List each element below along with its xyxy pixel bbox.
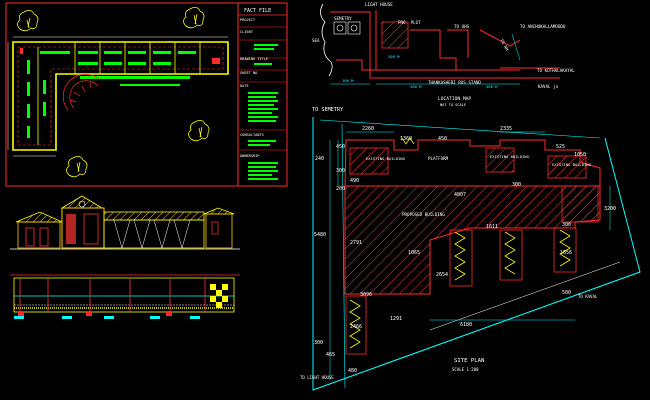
existing-building-label: EXISTING BUILDING xyxy=(490,154,530,159)
fact-file-field: SHEET NO xyxy=(240,71,257,75)
dimension-label: 480 xyxy=(348,368,357,374)
location-map: LIGHT HOUSE SEMETRY SEA PRO. PLOT TO UHS… xyxy=(312,2,575,107)
dimension-label: 6180 xyxy=(460,322,472,328)
to-kaval-label: TO KAVAL xyxy=(578,294,598,299)
fact-file-field: OWNERSHIP xyxy=(240,154,259,158)
to-light-house-label: TO LIGHT HOUSE xyxy=(300,375,334,380)
map-label-to-uhs: TO UHS xyxy=(454,24,470,29)
map-label-bus-stand: THANKASHERI BUS STAND xyxy=(428,80,481,85)
fact-file-field: CLIENT xyxy=(240,30,254,34)
location-map-subtitle: NOT TO SCALE xyxy=(440,103,466,107)
platform-label: PLATFORM xyxy=(428,156,449,161)
building-section xyxy=(10,274,240,319)
map-label-kaval-jn: KAVAL jn xyxy=(538,84,559,89)
staircase xyxy=(62,73,101,111)
dimension-label: 2335 xyxy=(500,126,512,132)
dimension-label: 200 xyxy=(336,186,345,192)
dimension-label: 2466 xyxy=(350,324,362,330)
dimension-label: 500 xyxy=(562,290,571,296)
dimension-label: 1050 xyxy=(574,152,586,158)
dimension-label: 1360 xyxy=(400,136,412,142)
site-plan: TO SEMETRY TO LIGHT HOUSE TO KAVAL PLATF… xyxy=(300,107,641,391)
existing-building xyxy=(485,147,515,173)
tree-icon xyxy=(66,156,88,178)
proposed-building xyxy=(344,185,601,295)
dimension-label: 300 xyxy=(562,222,571,228)
dimension-label: 465 xyxy=(326,352,335,358)
tree-icon xyxy=(188,120,210,142)
map-dim: 200 M xyxy=(388,54,400,59)
existing-building-label: EXISTING BUILDING xyxy=(366,156,406,161)
map-label-to-anchukallamoodu: TO ANCHUKALLAMOODU xyxy=(520,24,566,29)
map-dim: 200 M xyxy=(410,84,422,89)
map-label-to-kothalakayal: TO KOTHALAKAYAL xyxy=(537,68,575,73)
existing-building xyxy=(547,155,587,179)
dimension-label: 1065 xyxy=(408,250,420,256)
tree-icon xyxy=(17,10,39,32)
to-semetry-label: TO SEMETRY xyxy=(312,107,344,113)
dimension-label: 240 xyxy=(315,156,324,162)
tree-icon xyxy=(183,7,205,29)
dimension-label: 5480 xyxy=(314,232,326,238)
location-map-title: LOCATION MAP xyxy=(438,96,471,102)
dimension-label: 300 xyxy=(314,340,323,346)
dimension-label: 2791 xyxy=(350,240,362,246)
dimension-label: 300 xyxy=(336,168,345,174)
dimension-label: 450 xyxy=(438,136,447,142)
map-label-pro-plot: PRO. PLOT xyxy=(398,20,421,25)
checker-block xyxy=(210,284,228,308)
fact-file-panel: FACT FILE PROJECT CLIENT DRAWING TITLE S… xyxy=(237,2,288,187)
proposed-building-label: PROPOSED BUILDING xyxy=(402,212,445,217)
dimension-label: 300 xyxy=(512,182,521,188)
dimension-label: 1656 xyxy=(560,250,572,256)
dimension-label: 4807 xyxy=(454,192,466,198)
map-dim: 100 M xyxy=(342,78,354,83)
map-dim: 400 M xyxy=(486,84,498,89)
dimension-label: 3096 xyxy=(360,292,372,298)
dimension-label: 2654 xyxy=(436,272,448,278)
dimension-label: 3200 xyxy=(604,206,616,212)
fact-file-field: DRAWING TITLE xyxy=(240,57,268,61)
building-plan xyxy=(7,36,229,157)
fact-file-field: CONSULTANTS xyxy=(240,133,264,137)
existing-building-label: EXISTING BUILDING xyxy=(552,162,592,167)
map-label-semetry: SEMETRY xyxy=(334,16,352,21)
dimension-label: 2260 xyxy=(362,126,374,132)
fact-file-field: PROJECT xyxy=(240,18,256,22)
site-plan-scale: SCALE 1:200 xyxy=(452,367,479,372)
site-plan-title: SITE PLAN xyxy=(454,358,484,364)
front-elevation xyxy=(10,195,240,250)
map-label-to-nh: TO NH xyxy=(499,38,510,52)
dimension-label: 1291 xyxy=(390,316,402,322)
dimension-label: 1611 xyxy=(486,224,498,230)
dimension-label: 450 xyxy=(336,144,345,150)
existing-building xyxy=(349,147,389,175)
dimension-label: 525 xyxy=(556,144,565,150)
fact-file-field: DATE xyxy=(240,84,249,88)
proposed-plot xyxy=(381,21,409,49)
floor-plan-sheet: FACT FILE PROJECT CLIENT DRAWING TITLE S… xyxy=(5,2,288,187)
map-label-sea: SEA xyxy=(312,38,320,43)
dimension-label: 490 xyxy=(350,178,359,184)
map-label-light-house: LIGHT HOUSE xyxy=(365,2,393,7)
fact-file-title: FACT FILE xyxy=(244,8,271,14)
